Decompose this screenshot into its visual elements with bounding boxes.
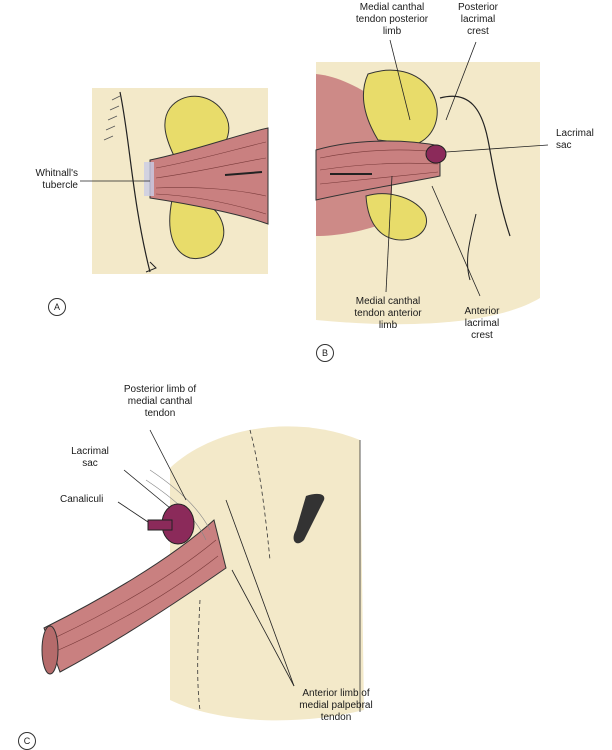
label-posterior-limb-mct: Posterior limb of medial canthal tendon [123, 384, 197, 419]
panel-b-fat-upper [362, 69, 438, 145]
label-anterior-limb-mpt: Anterior limb of medial palpebral tendon [299, 688, 373, 723]
label-lacrimal-sac-b: Lacrimal sac [556, 128, 594, 151]
label-lacrimal-sac-c: Lacrimal sac [71, 446, 109, 469]
label-mct-anterior-limb: Medial canthal tendon anterior limb [354, 296, 422, 331]
label-canaliculi: Canaliculi [60, 494, 104, 505]
panel-c-canaliculi [147, 519, 173, 531]
label-mct-posterior-limb: Medial canthal tendon posterior limb [355, 2, 429, 37]
panel-b-badge: B [316, 344, 334, 362]
panel-b-lacrimal-sac [425, 144, 447, 164]
label-anterior-lacrimal-crest: Anterior lacrimal crest [464, 306, 500, 341]
label-whitnalls-tubercle: Whitnall's tubercle [35, 168, 78, 191]
panel-b-fat-lower [365, 193, 427, 241]
panel-a-tendon [149, 127, 269, 225]
panel-b-drawing [315, 39, 549, 325]
label-posterior-lacrimal-crest: Posterior lacrimal crest [457, 2, 498, 37]
panel-a-drawing [80, 88, 269, 274]
panel-c-badge: C [18, 732, 36, 750]
panel-c-drawing [41, 426, 364, 721]
panel-b-tendon [315, 140, 441, 201]
panel-a-badge: A [48, 298, 66, 316]
